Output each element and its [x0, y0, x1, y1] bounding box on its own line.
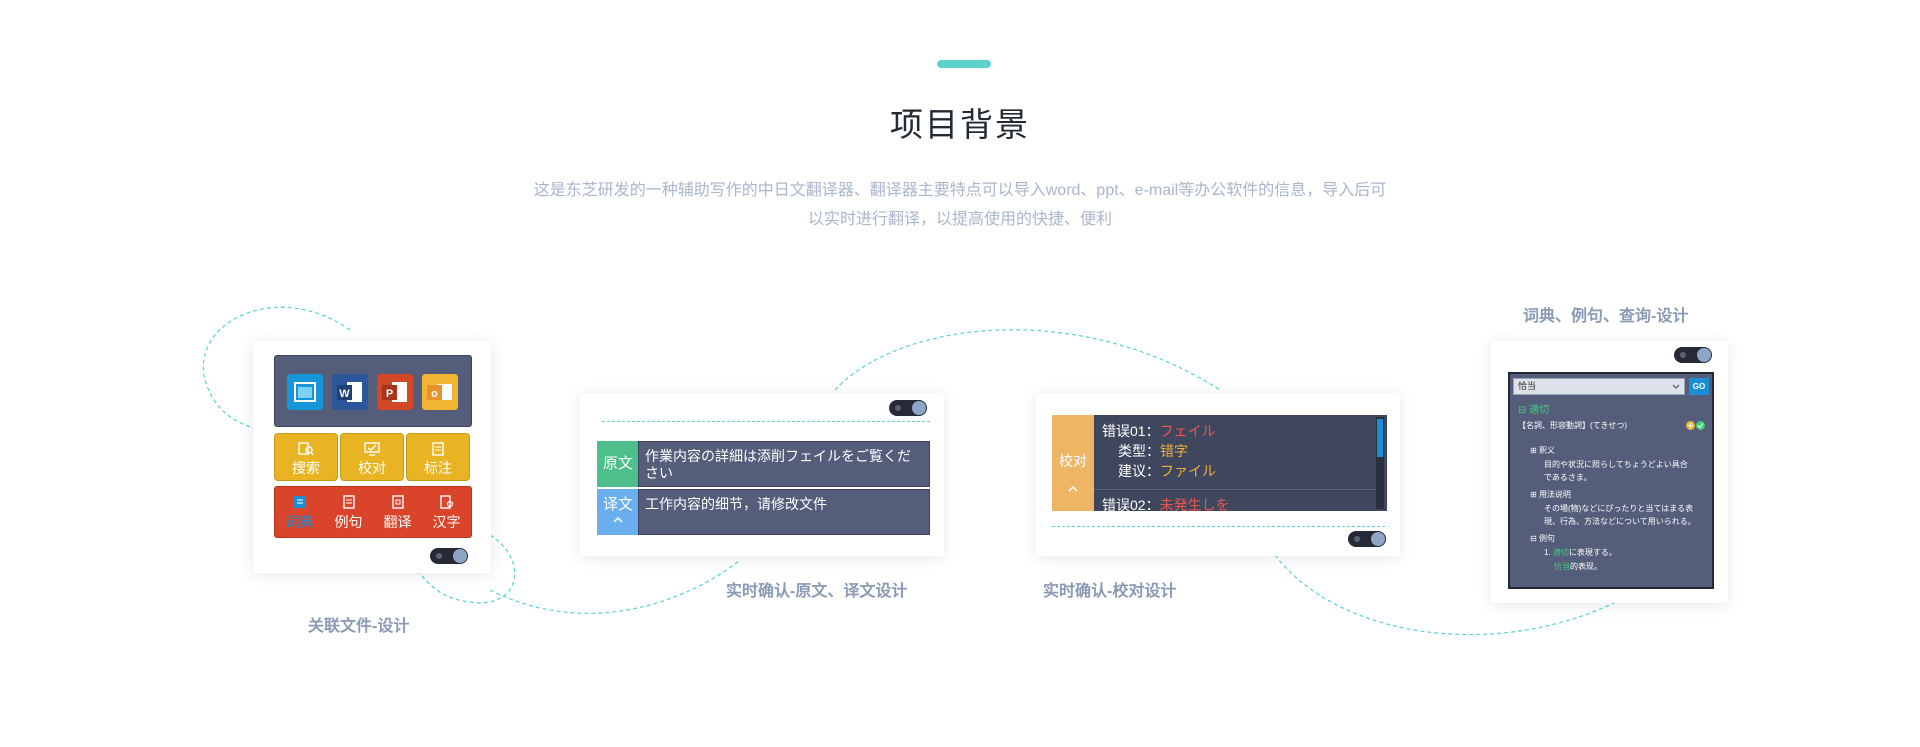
kanji-button[interactable]: 汉字 — [422, 487, 471, 539]
scrollbar-track[interactable] — [1376, 417, 1384, 509]
source-target-card: 原文 作業内容の詳細は添削フェイルをご覧ください 译文 工作内容的细节，请修改文… — [580, 393, 944, 556]
linked-files-caption: 关联文件-设计 — [308, 618, 410, 635]
linked-files-toggle[interactable] — [430, 548, 468, 564]
collapse-icon[interactable]: ⊟ — [1518, 405, 1530, 416]
dictionary-button-label: 词典 — [285, 514, 314, 530]
example-1-cn: 恰当的表现。 — [1554, 562, 1602, 571]
dictionary-button[interactable]: 词典 — [275, 487, 324, 539]
meaning-head: ⊞ 釈义 — [1530, 446, 1555, 455]
intro-line-2: 以实时进行翻译，以提高使用的快捷、便利 — [807, 211, 1112, 228]
intro-line-1: 这是东芝研发的一种辅助写作的中日文翻译器、翻译器主要特点可以导入word、ppt… — [533, 182, 1387, 199]
office-apps-panel: W P o — [274, 355, 472, 427]
dictionary-toggle[interactable] — [1674, 347, 1712, 363]
proofread-toggle[interactable] — [1348, 531, 1386, 547]
dictionary-icon — [293, 496, 306, 508]
search-button-label: 搜索 — [292, 460, 320, 476]
example-1-jp: 1. 適切に表現する。 — [1544, 548, 1617, 557]
svg-text:P: P — [386, 388, 393, 400]
meaning-line-1: 目的や状況に照らしてちょうどよい具合 — [1544, 460, 1688, 469]
suggest-row: 建议：ファイル — [1118, 463, 1216, 479]
proofread-card: 校对 错误01：フェイル 类型：错字 建议：ファイル 错误02：未発生しを — [1036, 393, 1400, 556]
example-button[interactable]: 例句 — [324, 487, 373, 539]
example-icon — [342, 495, 355, 509]
usage-head: ⊞ 用法说明 — [1530, 490, 1571, 499]
meaning-line-2: であるさま。 — [1544, 473, 1592, 482]
error-02-row: 错误02：未発生しを — [1102, 497, 1230, 511]
dictionary-card: 恰当 GO ⊟ 適切 【名詞、形容動詞】(てきせつ) ⊞ 釈义 目的や状況に照ら… — [1491, 341, 1728, 603]
translate-button[interactable]: 翻译 — [373, 487, 422, 539]
error-separator — [1094, 489, 1376, 490]
example-button-label: 例句 — [334, 514, 363, 530]
error-01-row: 错误01：フェイル — [1102, 423, 1216, 439]
type-value: 错字 — [1160, 443, 1188, 459]
query-select[interactable]: 恰当 — [1513, 378, 1685, 395]
annotate-icon — [432, 442, 444, 456]
expand-icon[interactable]: ⊞ — [1530, 490, 1539, 499]
add-favorite-icon[interactable] — [1686, 421, 1695, 430]
search-doc-icon — [298, 442, 314, 456]
source-target-toggle[interactable] — [889, 400, 927, 416]
scrollbar-thumb[interactable] — [1377, 419, 1383, 457]
source-target-caption: 实时确认-原文、译文设计 — [726, 583, 908, 600]
collapse-icon[interactable]: ⊟ — [1530, 534, 1539, 543]
outlook-icon[interactable]: o — [422, 374, 458, 410]
source-tag: 原文 — [597, 441, 639, 487]
annotate-button-label: 标注 — [424, 460, 452, 476]
chevron-up-icon[interactable] — [1067, 485, 1079, 493]
source-text: 作業内容の詳細は添削フェイルをご覧ください — [645, 448, 911, 481]
usage-line-2: 現、行為、方法などについて用いられる。 — [1544, 517, 1696, 526]
section-accent-bar — [937, 60, 991, 68]
chevron-down-icon — [1672, 384, 1680, 389]
divider-dashed — [1052, 526, 1385, 527]
headword-row: ⊟ 適切 — [1518, 405, 1550, 416]
go-button[interactable]: GO — [1689, 378, 1709, 395]
powerpoint-icon[interactable]: P — [377, 374, 413, 410]
linked-files-card: W P o 搜索 校对 标注 词典 例句 翻译 — [253, 341, 491, 573]
translate-icon — [391, 495, 404, 509]
proofread-icon — [364, 442, 380, 456]
dictionary-caption: 词典、例句、查询-设计 — [1523, 308, 1689, 325]
svg-text:o: o — [431, 388, 438, 400]
proofread-side-tab[interactable]: 校对 — [1052, 415, 1094, 511]
query-select-value: 恰当 — [1518, 381, 1537, 391]
section-intro: 这是东芝研发的一种辅助写作的中日文翻译器、翻译器主要特点可以导入word、ppt… — [520, 176, 1400, 234]
kanji-search-icon — [439, 495, 453, 509]
word-icon[interactable]: W — [332, 374, 368, 410]
svg-text:W: W — [339, 388, 350, 400]
target-text-box[interactable]: 工作内容的细节，请修改文件 — [638, 489, 930, 535]
divider-dashed — [602, 421, 930, 422]
error-01-value: フェイル — [1159, 423, 1216, 439]
source-text-box[interactable]: 作業内容の詳細は添削フェイルをご覧ください — [638, 441, 930, 487]
expand-icon[interactable]: ⊞ — [1530, 446, 1539, 455]
kanji-button-label: 汉字 — [432, 514, 461, 530]
target-text: 工作内容的细节，请修改文件 — [645, 496, 827, 512]
tools-strip: 词典 例句 翻译 汉字 — [274, 486, 472, 538]
target-tag: 译文 — [597, 489, 639, 535]
proofread-button-label: 校对 — [358, 460, 386, 476]
check-icon[interactable] — [1696, 421, 1705, 430]
dictionary-window: 恰当 GO ⊟ 適切 【名詞、形容動詞】(てきせつ) ⊞ 釈义 目的や状況に照ら… — [1508, 372, 1714, 589]
proofread-caption: 实时确认-校对设计 — [1043, 583, 1177, 600]
window-app-icon[interactable] — [287, 374, 323, 410]
pos-line: 【名詞、形容動詞】(てきせつ) — [1518, 421, 1628, 430]
usage-line-1: その場(物)などにぴったりと当てはまる表 — [1544, 504, 1694, 513]
suggest-value: ファイル — [1160, 463, 1216, 479]
examples-head: ⊟ 例句 — [1530, 534, 1555, 543]
translate-button-label: 翻译 — [383, 514, 412, 530]
proofread-result-panel: 错误01：フェイル 类型：错字 建议：ファイル 错误02：未発生しを — [1094, 415, 1387, 511]
search-button[interactable]: 搜索 — [274, 433, 338, 481]
chevron-up-icon[interactable] — [612, 516, 624, 524]
error-02-value: 未発生しを — [1159, 497, 1230, 511]
type-row: 类型：错字 — [1118, 443, 1188, 459]
proofread-button[interactable]: 校对 — [340, 433, 404, 481]
section-title: 项目背景 — [890, 106, 1030, 143]
annotate-button[interactable]: 标注 — [406, 433, 470, 481]
